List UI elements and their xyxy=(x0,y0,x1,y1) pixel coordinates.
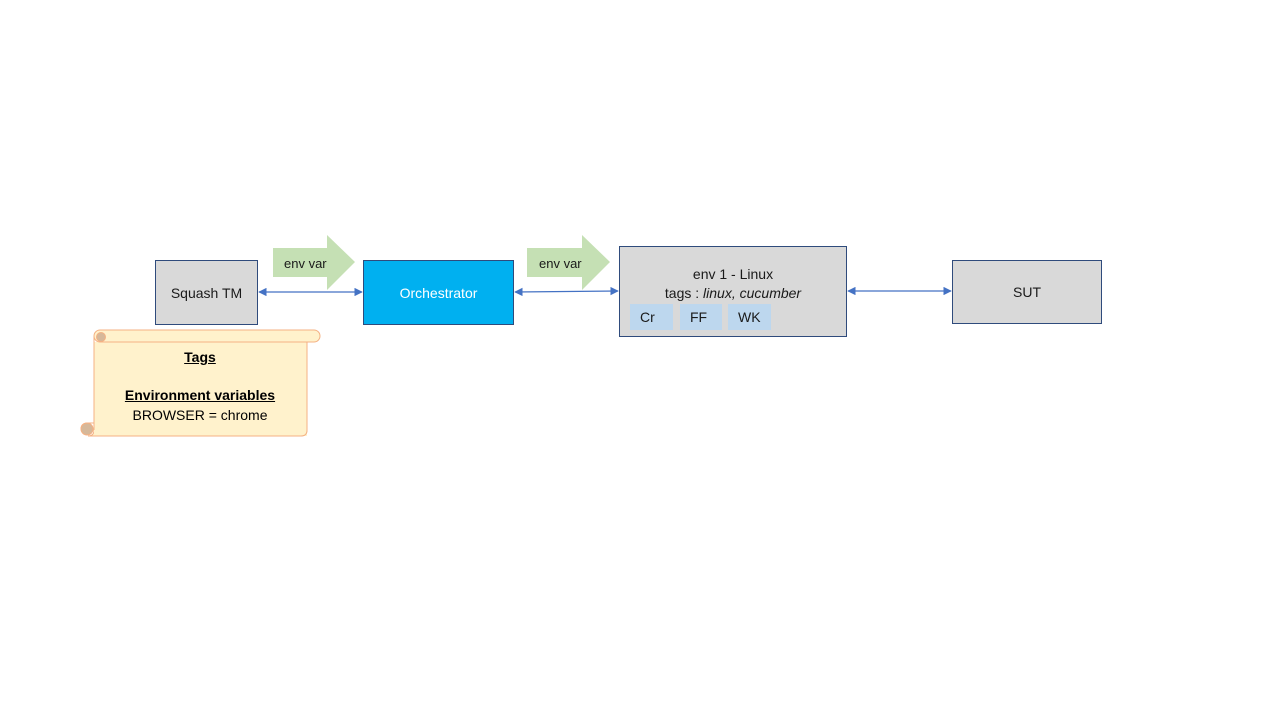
sut-node: SUT xyxy=(952,260,1102,324)
env-var-arrow-1-label: env var xyxy=(284,256,327,271)
orchestrator-node: Orchestrator xyxy=(363,260,514,325)
sut-label: SUT xyxy=(1013,284,1041,300)
env-var-arrow-1 xyxy=(273,235,355,290)
browser-chip-wk: WK xyxy=(728,304,771,330)
squash-tm-node: Squash TM xyxy=(155,260,258,325)
env-tags-prefix: tags : xyxy=(664,285,704,301)
scroll-note-shape xyxy=(80,329,321,437)
squash-tm-label: Squash TM xyxy=(170,284,243,301)
env-var-arrow-2-label: env var xyxy=(539,256,582,271)
connector-orchestrator-env xyxy=(514,286,619,297)
env-tags: tags : linux, cucumber xyxy=(620,285,846,301)
env-tags-values: linux, cucumber xyxy=(703,285,802,301)
env-linux-node: env 1 - Linux tags : linux, cucumber Cr … xyxy=(619,246,847,337)
orchestrator-label: Orchestrator xyxy=(399,284,478,301)
scroll-browser-line: BROWSER = chrome xyxy=(132,407,268,423)
scroll-envvars-heading: Environment variables xyxy=(124,387,276,403)
scroll-tags-heading: Tags xyxy=(184,349,216,365)
env-var-arrow-2 xyxy=(527,235,610,290)
browser-chip-ff: FF xyxy=(680,304,722,330)
browser-chip-cr: Cr xyxy=(630,304,673,330)
env-title: env 1 - Linux xyxy=(692,266,774,282)
